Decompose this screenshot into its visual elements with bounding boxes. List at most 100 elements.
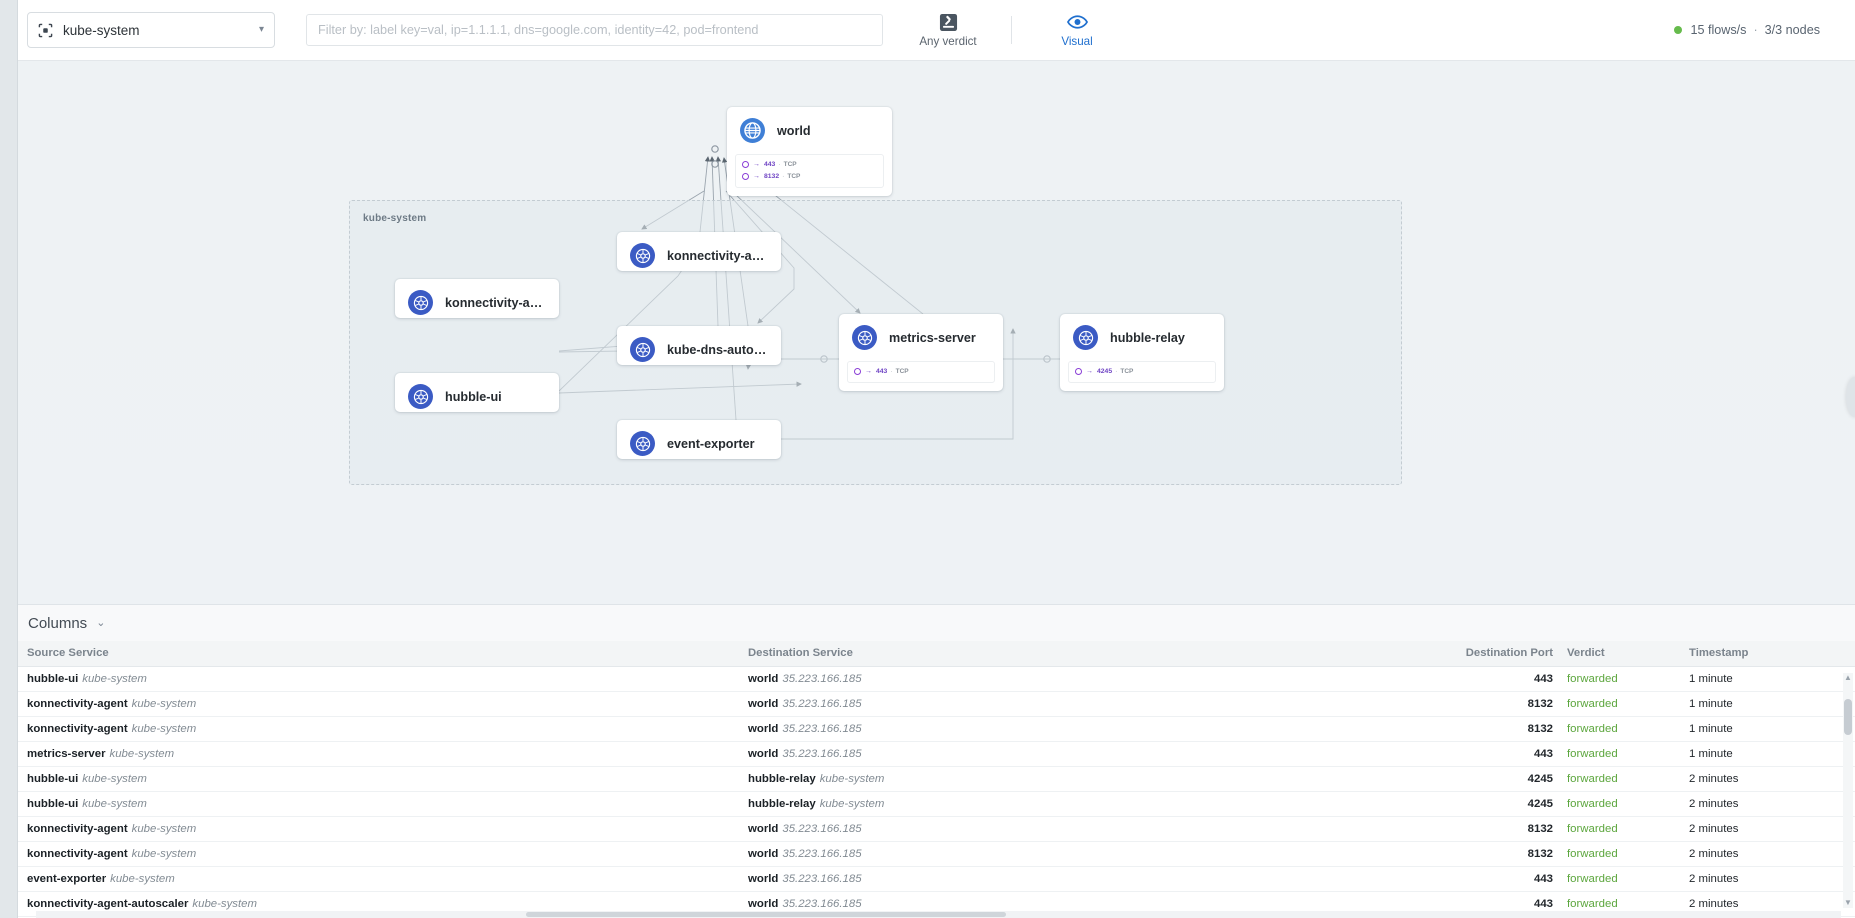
verdict-badge: forwarded <box>1567 673 1618 685</box>
destination-service-namespace: 35.223.166.185 <box>782 673 862 685</box>
verdict-badge: forwarded <box>1567 773 1618 785</box>
cell-timestamp: 2 minutes <box>1663 766 1855 792</box>
port-number: 4245 <box>1097 368 1113 375</box>
port-row: → 443 · TCP <box>742 159 877 170</box>
graph-node-kube-dns-autoscaler[interactable]: kube-dns-autoscaler <box>617 326 781 365</box>
port-endpoint-icon <box>1075 368 1082 375</box>
port-number: 8132 <box>764 173 780 180</box>
source-service-name: metrics-server <box>27 748 106 760</box>
panel-resize-handle[interactable] <box>1846 377 1855 417</box>
column-header-destination-port[interactable]: Destination Port <box>1378 641 1553 667</box>
port-arrow-icon: → <box>753 173 760 180</box>
graph-node-metrics-server[interactable]: metrics-server → 443 · TCP <box>839 314 1003 391</box>
globe-icon <box>740 118 765 143</box>
cell-verdict: forwarded <box>1553 841 1663 867</box>
column-header-timestamp[interactable]: Timestamp <box>1663 641 1855 667</box>
timestamp-value: 1 minute <box>1689 673 1733 685</box>
destination-port-value: 4245 <box>1527 798 1553 810</box>
status-dot-icon <box>1674 26 1683 34</box>
cell-destination-port: 8132 <box>1378 841 1553 867</box>
kubernetes-icon <box>630 337 655 362</box>
namespace-icon <box>38 23 53 38</box>
destination-service-namespace: 35.223.166.185 <box>782 723 862 735</box>
destination-port-value: 443 <box>1533 898 1553 910</box>
node-header: konnectivity-agent-autosc... <box>617 232 781 279</box>
column-header-destination-service[interactable]: Destination Service <box>748 641 1378 667</box>
cell-destination-port: 4245 <box>1378 791 1553 817</box>
namespace-group-label: kube-system <box>363 213 427 224</box>
node-label: world <box>777 123 811 138</box>
scroll-up-arrow-icon[interactable]: ▲ <box>1844 673 1852 682</box>
cell-destination-port: 443 <box>1378 866 1553 892</box>
graph-node-konnectivity-agent-autoscaler[interactable]: konnectivity-agent-autosc... <box>617 232 781 271</box>
source-service-namespace: kube-system <box>110 873 175 885</box>
port-protocol: TCP <box>895 368 909 375</box>
source-service-namespace: kube-system <box>131 823 197 835</box>
source-service-namespace: kube-system <box>82 798 147 810</box>
graph-node-hubble-relay[interactable]: hubble-relay → 4245 · TCP <box>1060 314 1224 391</box>
destination-service-namespace: kube-system <box>819 798 885 810</box>
timestamp-value: 2 minutes <box>1689 898 1739 910</box>
verdict-badge: forwarded <box>1567 698 1618 710</box>
node-header: world <box>727 107 892 154</box>
graph-node-hubble-ui[interactable]: hubble-ui <box>395 373 559 412</box>
scroll-down-arrow-icon[interactable]: ▼ <box>1844 898 1852 907</box>
destination-service-name: world <box>748 723 779 735</box>
scrollbar-thumb-horizontal[interactable] <box>526 912 1006 917</box>
source-service-namespace: kube-system <box>131 698 197 710</box>
flows-table: Source Service Destination Service Desti… <box>18 641 1855 918</box>
filter-input[interactable] <box>306 14 883 46</box>
service-map-canvas[interactable]: kube-system world → 443 · <box>18 61 1855 604</box>
port-protocol: TCP <box>1120 368 1134 375</box>
column-header-source-service[interactable]: Source Service <box>18 641 748 667</box>
cell-timestamp: 2 minutes <box>1663 791 1855 817</box>
chevron-down-icon: ⌄ <box>96 616 106 629</box>
any-verdict-button[interactable]: Any verdict <box>909 13 987 48</box>
source-service-name: konnectivity-agent-autoscaler <box>27 898 189 910</box>
visual-button[interactable]: Visual <box>1038 13 1116 48</box>
flows-rate: 15 flows/s <box>1690 23 1747 37</box>
node-header: kube-dns-autoscaler <box>617 326 781 373</box>
graph-node-event-exporter[interactable]: event-exporter <box>617 420 781 459</box>
column-header-verdict[interactable]: Verdict <box>1553 641 1663 667</box>
destination-service-namespace: 35.223.166.185 <box>782 873 862 885</box>
cell-verdict: forwarded <box>1553 816 1663 842</box>
scrollbar-thumb[interactable] <box>1844 699 1852 735</box>
any-verdict-label: Any verdict <box>919 34 977 48</box>
chevron-down-icon: ▾ <box>258 24 264 35</box>
port-number: 443 <box>764 161 776 168</box>
port-protocol: TCP <box>783 161 797 168</box>
columns-button[interactable]: Columns ⌄ <box>28 615 105 632</box>
graph-node-konnectivity-agent[interactable]: konnectivity-agent <box>395 279 559 318</box>
node-header: metrics-server <box>839 314 1003 361</box>
graph-node-world[interactable]: world → 443 · TCP → 8132 · TCP <box>727 107 892 196</box>
namespace-selector[interactable]: kube-system ▾ <box>27 12 275 48</box>
left-rail <box>0 0 18 918</box>
cell-timestamp: 2 minutes <box>1663 841 1855 867</box>
destination-service-name: world <box>748 848 779 860</box>
table-horizontal-scrollbar[interactable] <box>36 911 1841 918</box>
port-protocol: TCP <box>787 173 801 180</box>
destination-service-namespace: 35.223.166.185 <box>782 748 862 760</box>
table-vertical-scrollbar[interactable]: ▲ ▼ <box>1843 673 1853 908</box>
